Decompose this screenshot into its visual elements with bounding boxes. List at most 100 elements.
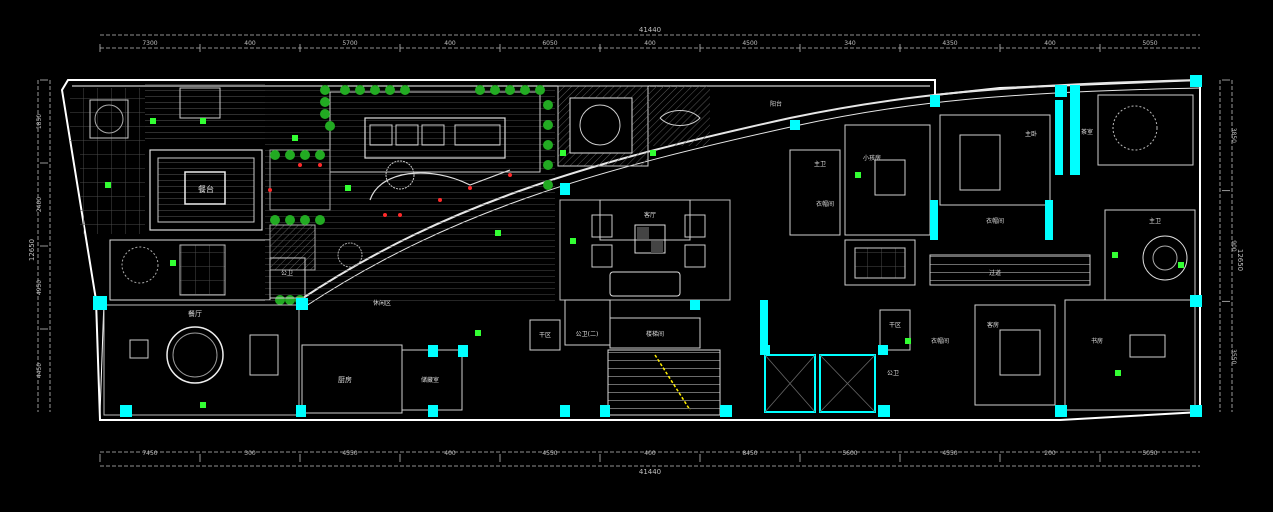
column: [93, 296, 107, 310]
structural-columns: [93, 75, 1202, 417]
column: [560, 405, 570, 417]
dim-segment-label: 4550: [342, 450, 357, 457]
column: [878, 345, 888, 355]
plant: [543, 180, 553, 190]
plant: [340, 85, 350, 95]
dim-segment-label: 400: [644, 450, 656, 457]
label-closet-1: 衣帽间: [816, 200, 834, 208]
plant: [270, 215, 280, 225]
dim-segment-label: 900: [1230, 240, 1237, 252]
marker: [650, 150, 656, 156]
marker: [383, 213, 387, 217]
label-closet-2: 衣帽间: [986, 217, 1004, 225]
column: [120, 405, 132, 417]
plant: [325, 121, 335, 131]
plant: [385, 85, 395, 95]
dim-segment-label: 4550: [942, 450, 957, 457]
dim-bottom-total: 41440: [639, 468, 661, 476]
label-public-wc-2: 公卫(二): [576, 331, 599, 338]
dim-segment-label: 5600: [842, 450, 857, 457]
label-study: 书房: [1091, 337, 1103, 345]
green-markers: [105, 118, 1184, 408]
label-restaurant: 餐厅: [188, 309, 202, 318]
marker: [468, 186, 472, 190]
elevators: [764, 354, 876, 413]
dim-segment-label: 4500: [742, 40, 757, 47]
column: [428, 345, 438, 357]
dim-segment-label: 5050: [1142, 40, 1157, 47]
plant: [475, 85, 485, 95]
label-dining-pavilion: 餐台: [198, 184, 214, 194]
marker: [170, 260, 176, 266]
label-bath-1: 主卫: [814, 160, 826, 168]
dim-segment-label: 3550: [1230, 349, 1237, 364]
column: [930, 95, 940, 107]
red-markers: [268, 163, 512, 217]
label-dry-zone-left: 干区: [539, 332, 551, 339]
plant: [285, 295, 295, 305]
marker: [560, 150, 566, 156]
column: [458, 345, 468, 357]
label-bath-2: 主卫: [1149, 217, 1161, 225]
label-lounge: 休闲区: [373, 299, 391, 307]
plant: [315, 215, 325, 225]
label-guest-room: 客房: [987, 321, 999, 329]
dim-top-total: 41440: [639, 26, 661, 34]
dim-segment-label: 4350: [942, 40, 957, 47]
column: [560, 183, 570, 195]
column: [296, 298, 308, 310]
column: [600, 405, 610, 417]
column: [930, 200, 938, 240]
marker: [318, 163, 322, 167]
marker: [1112, 252, 1118, 258]
column: [1055, 85, 1067, 97]
column: [428, 405, 438, 417]
marker: [398, 213, 402, 217]
dim-segment-label: 4950: [36, 280, 43, 295]
dim-segment-label: 6050: [542, 40, 557, 47]
dim-segment-label: 340: [844, 40, 856, 47]
plant: [300, 150, 310, 160]
dim-segment-label: 2400: [36, 197, 43, 212]
marker: [475, 330, 481, 336]
plant: [400, 85, 410, 95]
marker: [905, 338, 911, 344]
column: [760, 300, 768, 345]
plant: [543, 120, 553, 130]
column: [690, 300, 700, 310]
dim-segment-label: 400: [644, 40, 656, 47]
label-balcony: 阳台: [770, 100, 782, 108]
plant: [520, 85, 530, 95]
column: [1190, 295, 1202, 307]
column: [790, 120, 800, 130]
marker: [1178, 262, 1184, 268]
dim-segment-label: 7300: [142, 40, 157, 47]
plant: [320, 85, 330, 95]
dim-segment-label: 1850: [36, 114, 43, 129]
dim-segment-label: 7450: [142, 450, 157, 457]
marker: [105, 182, 111, 188]
column: [760, 345, 770, 355]
plant: [543, 100, 553, 110]
dim-segment-label: 400: [1044, 40, 1056, 47]
plant: [270, 150, 280, 160]
column: [1190, 75, 1202, 87]
central-garden: [265, 86, 555, 301]
plant: [320, 97, 330, 107]
label-master-bedroom: 主卧: [1025, 130, 1037, 138]
plant: [535, 85, 545, 95]
plant: [275, 295, 285, 305]
plant: [315, 150, 325, 160]
dim-segment-label: 5700: [342, 40, 357, 47]
label-corridor: 过道: [989, 269, 1001, 277]
column: [1190, 405, 1202, 417]
pool-area: [557, 85, 710, 167]
column: [296, 405, 306, 417]
label-toilet-left: 公卫: [281, 270, 293, 277]
label-wet-zone: 公卫: [887, 370, 899, 377]
